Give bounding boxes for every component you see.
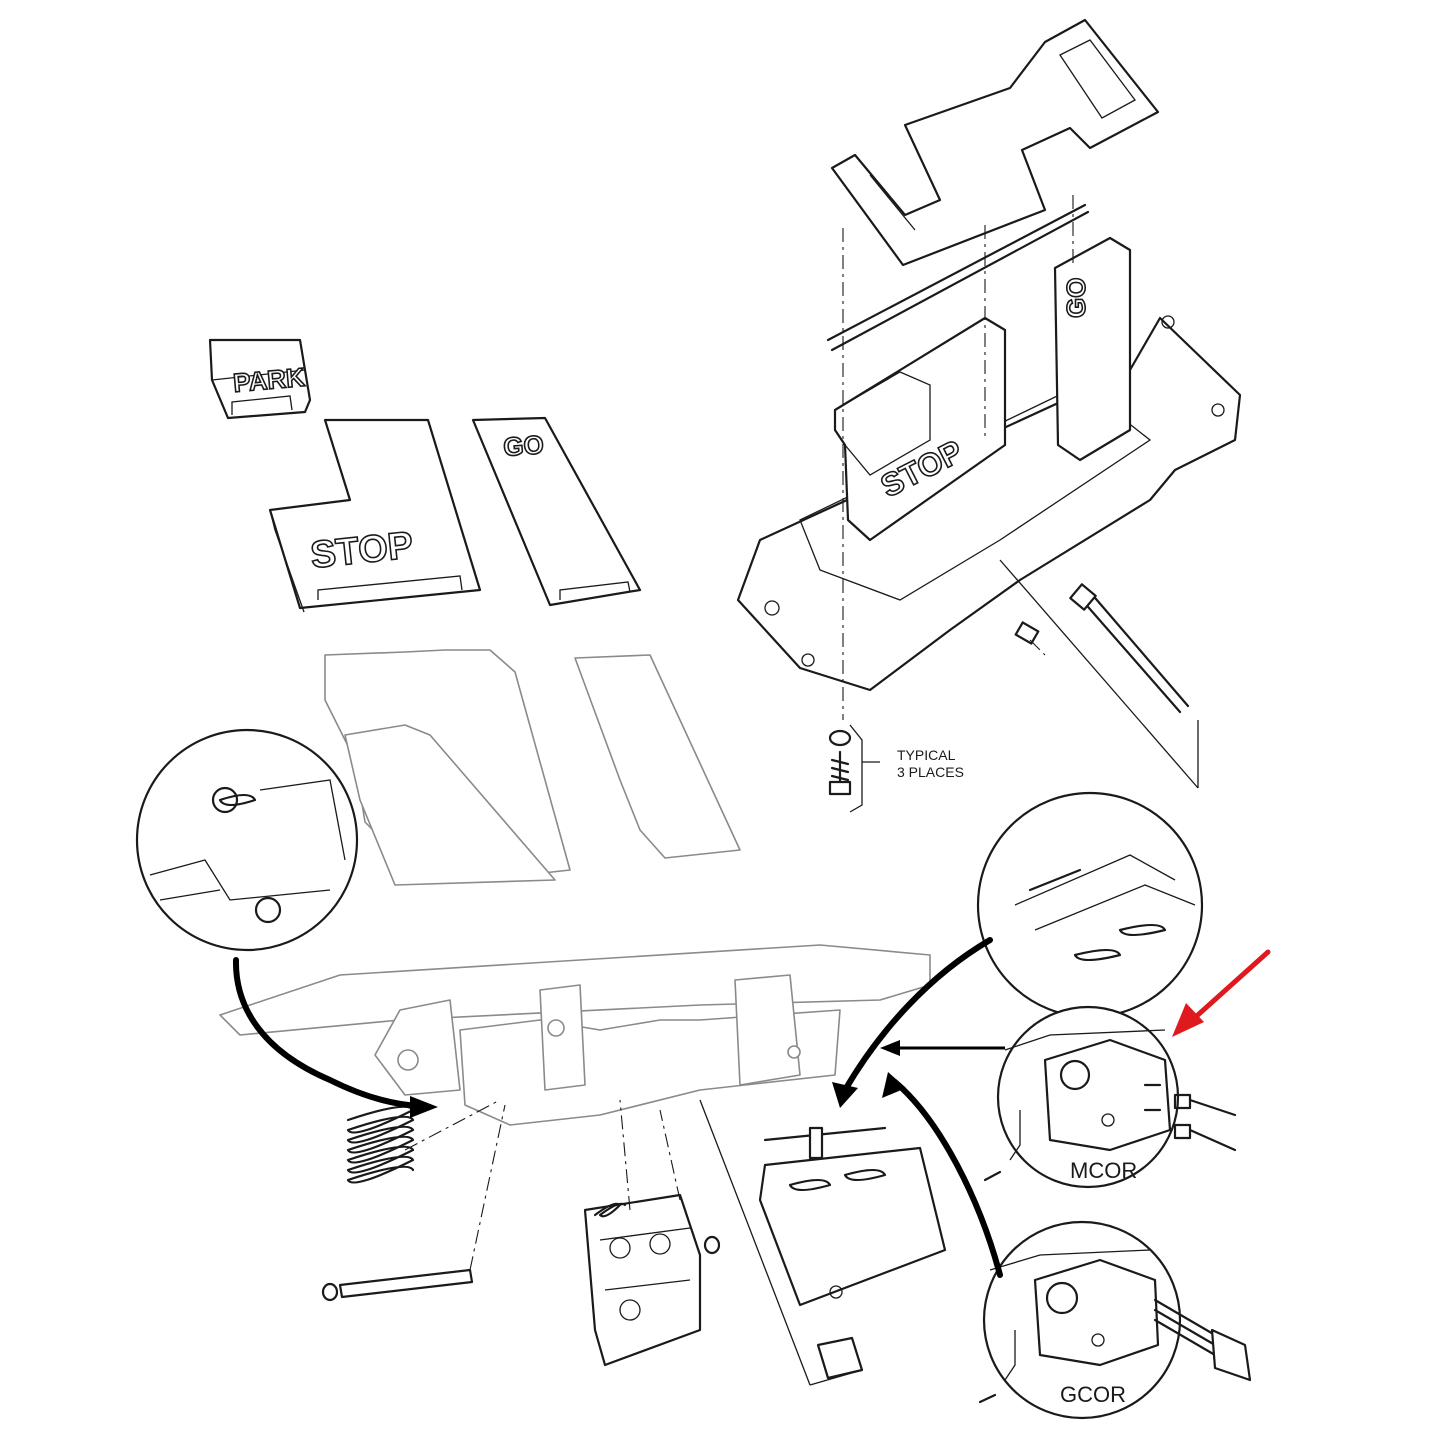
mount-hardware (828, 729, 852, 796)
mounted-go-pedal: GO (1053, 236, 1132, 462)
mcor-detail-circle (983, 1005, 1237, 1189)
spring-pack (758, 1126, 947, 1307)
mounted-stop-pedal: STOP (833, 316, 1007, 542)
pedal-linkage-assembly (583, 1193, 721, 1367)
mounted-go-label: GO (1061, 278, 1091, 318)
typical-label-line1: TYPICAL (897, 747, 956, 763)
mounting-bolt (1069, 583, 1190, 714)
spring-detail-circle (135, 728, 359, 952)
top-cover (830, 18, 1160, 267)
gcor-label: GCOR (1060, 1382, 1126, 1407)
main-pedal-frame (219, 649, 931, 1126)
loose-stop-label: STOP (309, 524, 416, 577)
loose-go-pad: GO (471, 416, 642, 607)
gcor-detail-circle (978, 1220, 1252, 1420)
small-nut (1014, 621, 1040, 645)
red-arrow-icon (1172, 949, 1271, 1037)
spring-top-detail-circle (976, 791, 1204, 1019)
pivot-pin (321, 1268, 474, 1302)
loose-go-label: GO (502, 429, 544, 462)
detail-arrows (232, 937, 1005, 1278)
mcor-label: MCOR (1070, 1158, 1137, 1183)
park-cap: PARK (208, 338, 312, 420)
pivot-rod (826, 203, 1090, 352)
typical-label-line2: 3 PLACES (897, 764, 964, 780)
loose-stop-pad: STOP (268, 418, 482, 613)
return-spring (346, 1105, 415, 1184)
typical-bracket (849, 724, 880, 813)
park-cap-label: PARK (232, 362, 306, 398)
